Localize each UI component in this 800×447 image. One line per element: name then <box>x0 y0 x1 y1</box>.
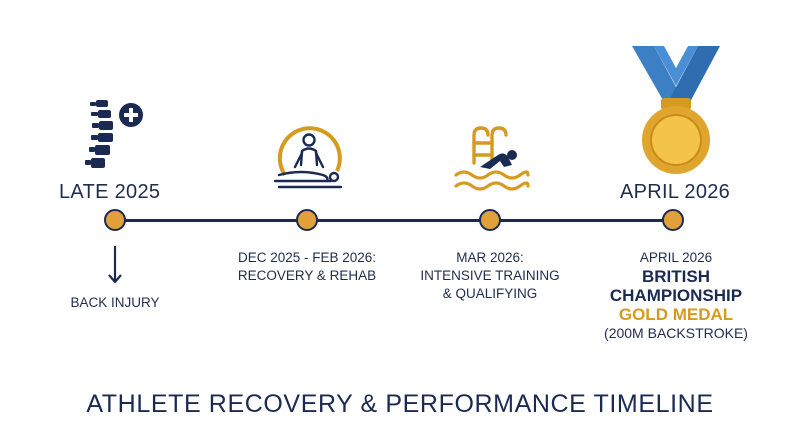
milestone-block-2: DEC 2025 - FEB 2026: RECOVERY & REHAB <box>238 249 376 285</box>
milestone-date-line-4: APRIL 2026 <box>639 250 713 265</box>
massage-therapy-icon <box>273 126 343 189</box>
milestone-highlight-4a: BRITISH <box>642 267 710 286</box>
milestone-description-2: RECOVERY & REHAB <box>237 268 377 283</box>
timeline-line <box>115 219 676 222</box>
milestone-gold-line: GOLD MEDAL <box>618 305 734 324</box>
milestone-block-4: APRIL 2026 BRITISH CHAMPIONSHIP GOLD MED… <box>604 249 748 342</box>
milestone-detail-4: (200M BACKSTROKE) <box>604 325 748 341</box>
milestone-date-april-2026: APRIL 2026 <box>620 181 731 203</box>
milestone-description-1: BACK INJURY <box>70 295 160 310</box>
milestone-highlight-4b: CHAMPIONSHIP <box>609 286 743 305</box>
milestone-date-line-2: DEC 2025 - FEB 2026: <box>237 250 377 265</box>
milestone-block-3: MAR 2026: INTENSIVE TRAINING & QUALIFYIN… <box>420 249 559 303</box>
milestone-date-line-3: MAR 2026: <box>456 250 524 265</box>
milestone-description-3a: INTENSIVE TRAINING <box>420 268 560 283</box>
spine-medical-icon <box>85 100 143 168</box>
timeline-node-3 <box>479 209 501 231</box>
swimmer-icon <box>454 126 530 191</box>
milestone-date-late-2025: LATE 2025 <box>59 181 161 203</box>
gold-medal-icon <box>632 46 720 174</box>
arrow-down-icon <box>108 246 122 284</box>
timeline-node-1 <box>104 209 126 231</box>
milestone-description-3b: & QUALIFYING <box>442 286 538 301</box>
page-title: ATHLETE RECOVERY & PERFORMANCE TIMELINE <box>86 390 714 418</box>
timeline-node-2 <box>296 209 318 231</box>
timeline-node-4 <box>662 209 684 231</box>
